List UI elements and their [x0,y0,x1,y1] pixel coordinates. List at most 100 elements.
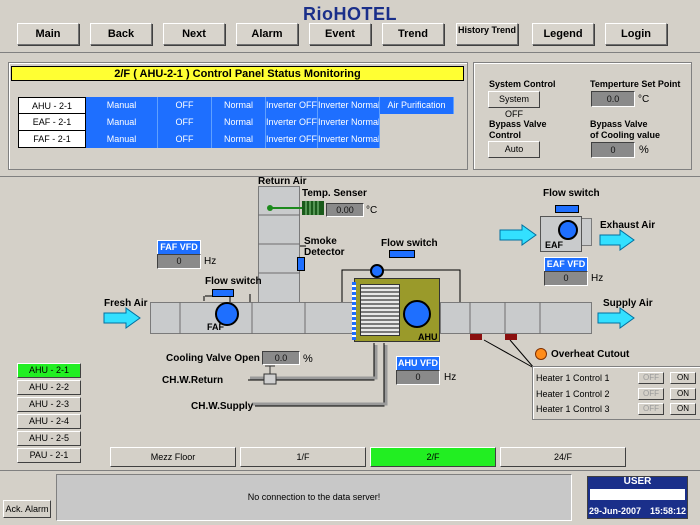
smoke-detector-icon [297,257,305,271]
sidebar-item-ahu-2-5[interactable]: AHU - 2-5 [17,431,81,446]
chw-return-label: CH.W.Return [162,375,224,386]
floor-tab-mezz[interactable]: Mezz Floor [110,447,236,467]
ack-alarm-button[interactable]: Ack. Alarm [3,500,51,518]
eaf-vfd-display[interactable]: 0 [544,271,588,286]
eaf-vfd-unit: Hz [591,273,604,284]
overheat-cutout-label: Overheat Cutout [551,349,630,360]
smoke-detector-label: Smoke [304,236,337,247]
nav-history-trend-button[interactable]: History Trend [456,23,518,45]
nav-alarm-button[interactable]: Alarm [236,23,298,45]
faf-label: FAF [207,322,224,332]
sidebar-item-ahu-2-1[interactable]: AHU - 2-1 [17,363,81,378]
status-cell: Inverter Normal [318,131,380,148]
chw-supply-label: CH.W.Supply [191,401,254,412]
nav-event-button[interactable]: Event [309,23,371,45]
sidebar-item-ahu-2-3[interactable]: AHU - 2-3 [17,397,81,412]
ahu-vfd-unit: Hz [444,372,457,383]
bypass-valve-label: Bypass Valve [489,119,547,129]
flow-switch-left[interactable] [212,289,234,297]
cooling-valve-display[interactable]: 0.0 [262,351,300,365]
status-cell: Normal [212,97,266,114]
heater-2-on-button[interactable]: ON [670,388,696,400]
fresh-air-label: Fresh Air [104,298,148,309]
floor-tab-1f[interactable]: 1/F [240,447,366,467]
heater-panel [532,366,700,420]
nav-trend-button[interactable]: Trend [382,23,444,45]
sidebar-item-ahu-2-2[interactable]: AHU - 2-2 [17,380,81,395]
faf-vfd-label: FAF VFD [157,240,201,255]
row-name: FAF - 2-1 [18,131,86,148]
return-air-label: Return Air [258,176,307,187]
temp-setpoint-display[interactable]: 0.0 [591,91,635,107]
bypass-cooling-display[interactable]: 0 [591,142,635,158]
nav-login-button[interactable]: Login [605,23,667,45]
heater-1-off-button[interactable]: OFF [638,372,664,384]
divider [0,470,700,471]
heater-1-label: Heater 1 Control 1 [536,373,610,383]
heater-1-on-button[interactable]: ON [670,372,696,384]
eaf-fan-icon[interactable] [558,220,578,240]
supply-air-duct [440,302,592,334]
flow-switch-right[interactable] [555,205,579,213]
smoke-detector-label-2: Detector [304,247,345,258]
temp-sensor-unit: °C [366,205,378,216]
flow-switch-top-label: Flow switch [381,238,438,249]
cooling-valve-unit: % [303,353,313,365]
cooling-coil [360,284,400,336]
pump-icon[interactable] [370,264,384,278]
floor-tab-2f[interactable]: 2/F [370,447,496,467]
status-cell: Manual [86,97,158,114]
sidebar-item-ahu-2-4[interactable]: AHU - 2-4 [17,414,81,429]
faf-vfd-display[interactable]: 0 [157,254,201,269]
message-area: No connection to the data server! [56,474,572,521]
temp-unit: °C [638,94,650,105]
ahu-vfd-display[interactable]: 0 [396,370,440,385]
status-cell: Normal [212,131,266,148]
bypass-cooling-unit: % [639,144,649,156]
nav-main-button[interactable]: Main [17,23,79,45]
bypass-valve-label-2: Control [489,130,521,140]
status-cell: Inverter OFF [266,114,318,131]
status-cell: Inverter Normal [318,97,380,114]
faf-fan-icon[interactable] [215,302,239,326]
eaf-label: EAF [545,240,563,250]
bypass-cooling-label-2: of Cooling value [590,130,661,140]
filter [352,282,356,340]
ahu-vfd-label: AHU VFD [396,356,440,371]
flow-switch-top[interactable] [389,250,415,258]
status-cell: Air Purification [380,97,454,114]
sidebar-item-pau-2-1[interactable]: PAU - 2-1 [17,448,81,463]
status-cell: OFF [158,97,212,114]
ahu-fan-icon[interactable] [403,300,431,328]
nav-legend-button[interactable]: Legend [532,23,594,45]
status-row-faf: FAF - 2-1 Manual OFF Normal Inverter OFF… [18,131,380,148]
time-display: 15:58:12 [650,506,687,516]
nav-back-button[interactable]: Back [90,23,152,45]
floor-tab-24f[interactable]: 24/F [500,447,626,467]
status-cell: Inverter Normal [318,114,380,131]
row-name: AHU - 2-1 [18,97,86,114]
flow-switch-right-label: Flow switch [543,188,600,199]
system-off-button[interactable]: System OFF [488,91,540,119]
temp-sensor-display[interactable]: 0.00 [326,203,364,217]
status-cell: Inverter OFF [266,131,318,148]
row-name: EAF - 2-1 [18,114,86,131]
nav-next-button[interactable]: Next [163,23,225,45]
heater-3-on-button[interactable]: ON [670,403,696,415]
status-row-ahu: AHU - 2-1 Manual OFF Normal Inverter OFF… [18,97,454,114]
heater-2-off-button[interactable]: OFF [638,388,664,400]
faf-vfd-unit: Hz [204,256,217,267]
status-cell: OFF [158,114,212,131]
fresh-air-duct [150,302,358,334]
heater-3-off-button[interactable]: OFF [638,403,664,415]
status-cell: Inverter OFF [266,97,318,114]
status-cell: Manual [86,114,158,131]
bypass-cooling-label: Bypass Valve [590,119,648,129]
cooling-valve-label: Cooling Valve Open [166,353,260,364]
bypass-auto-button[interactable]: Auto [488,141,540,158]
status-cell: OFF [158,131,212,148]
app-title: RioHOTEL [303,4,397,24]
user-value [590,489,685,500]
ahu-label: AHU [418,332,438,342]
